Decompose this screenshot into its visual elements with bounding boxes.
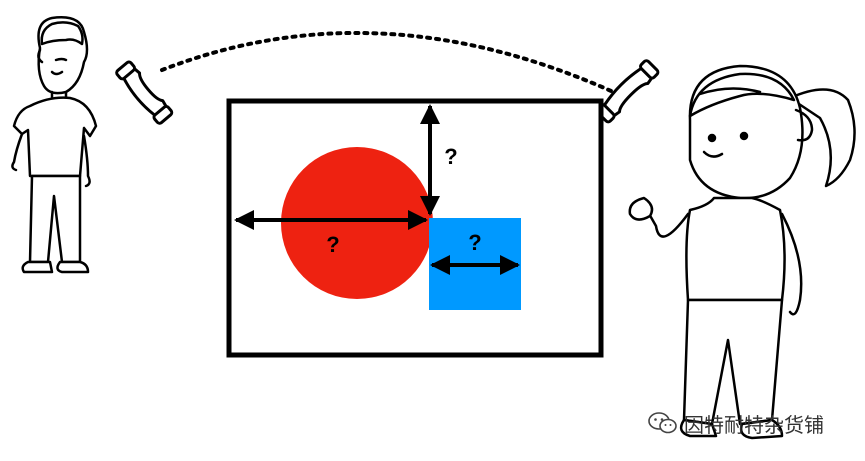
question-label-vertical: ? — [444, 144, 457, 169]
right-phone-handset-icon — [595, 59, 660, 124]
question-label-square: ? — [468, 230, 481, 255]
watermark: 因特耐特杂货铺 — [648, 408, 824, 438]
question-label-horizontal: ? — [326, 232, 339, 257]
man-figure — [11, 16, 98, 274]
girl-figure — [628, 64, 856, 440]
watermark-text: 因特耐特杂货铺 — [684, 412, 824, 437]
left-phone-handset-icon — [115, 60, 174, 125]
wechat-icon — [648, 412, 677, 434]
red-circle — [281, 147, 433, 299]
phone-call-dotted-arc — [160, 30, 622, 97]
